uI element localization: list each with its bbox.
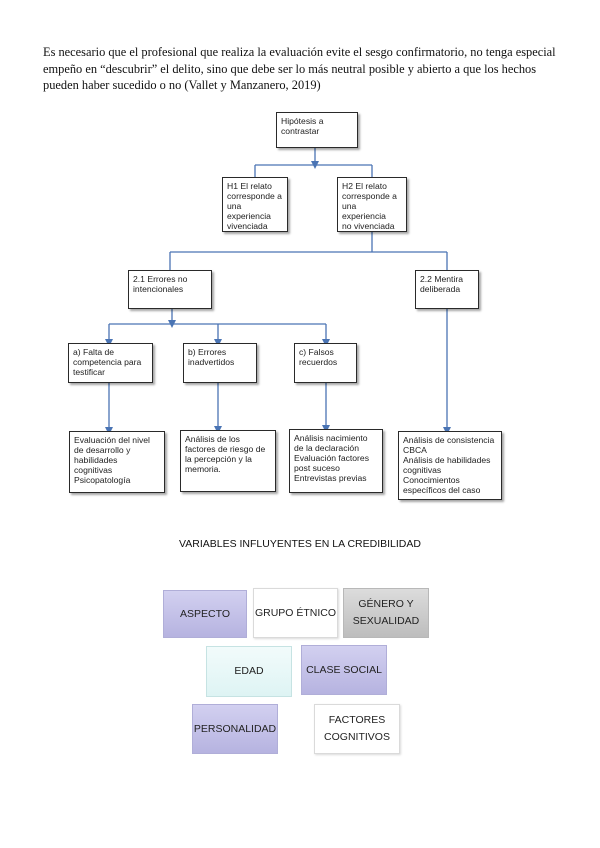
aspecto-box: ASPECTO [163, 590, 247, 638]
edad-label: EDAD [234, 665, 264, 677]
root-hypothesis-box: Hipótesis a contrastar [276, 112, 358, 148]
errores-inadvertidos-box: b) Errores inadvertidos [183, 343, 257, 383]
variables-title: VARIABLES INFLUYENTES EN LA CREDIBILIDAD [179, 538, 421, 550]
result-b-box: Análisis de los factores de riesgo de la… [180, 430, 276, 492]
paragraph-line: Es necesario que el profesional que real… [43, 45, 556, 59]
mentira-deliberada-box: 2.2 Mentira deliberada [415, 270, 479, 309]
result-d-box: Análisis de consistencia CBCA Análisis d… [398, 431, 502, 500]
factores-cognitivos-box: FACTORES COGNITIVOS [314, 704, 400, 754]
personalidad-box: PERSONALIDAD [192, 704, 278, 754]
paragraph-line: empeño en “descubrir” el delito, sino qu… [43, 61, 537, 76]
h2-box: H2 El relato corresponde a una experienc… [337, 177, 407, 232]
paragraph-line: pueden haber sucedido o no (Vallet y Man… [43, 78, 321, 92]
genero-sexualidad-label: GÉNERO Y SEXUALIDAD [352, 598, 420, 627]
result-a-box: Evaluación del nivel de desarrollo y hab… [69, 431, 165, 493]
factores-cognitivos-label: FACTORES COGNITIVOS [324, 714, 390, 743]
grupo-etnico-box: GRUPO ÉTNICO [253, 588, 338, 638]
errores-no-intencionales-box: 2.1 Errores no intencionales [128, 270, 212, 309]
personalidad-label: PERSONALIDAD [193, 722, 277, 735]
grupo-etnico-label: GRUPO ÉTNICO [254, 606, 337, 619]
edad-box: EDAD [206, 646, 292, 697]
falta-competencia-box: a) Falta de competencia para testificar [68, 343, 153, 383]
flowchart-connectors [105, 148, 451, 435]
intro-paragraph: Es necesario que el profesional que real… [43, 44, 563, 94]
h1-box: H1 El relato corresponde a una experienc… [222, 177, 288, 232]
falsos-recuerdos-box: c) Falsos recuerdos [294, 343, 357, 383]
clase-social-label: CLASE SOCIAL [306, 663, 382, 676]
result-c-box: Análisis nacimiento de la declaración Ev… [289, 429, 383, 493]
clase-social-box: CLASE SOCIAL [301, 645, 387, 695]
aspecto-label: ASPECTO [180, 607, 230, 620]
genero-sexualidad-box: GÉNERO Y SEXUALIDAD [343, 588, 429, 638]
